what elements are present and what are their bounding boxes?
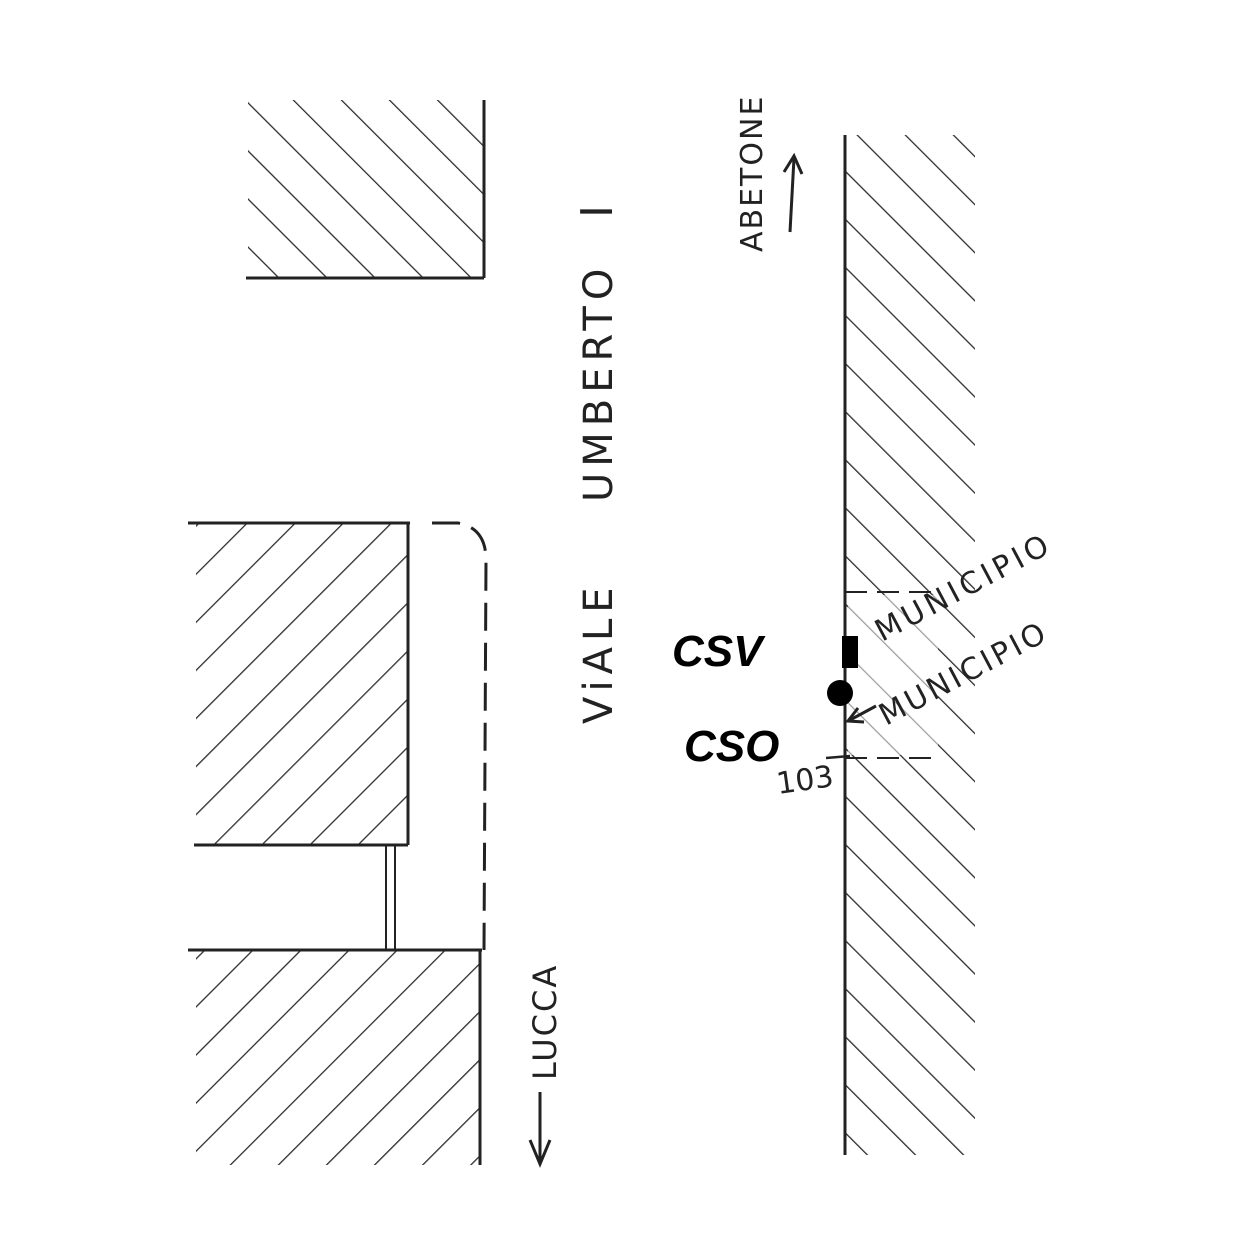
cso-station-dot-icon xyxy=(827,680,853,706)
building-block-top-left xyxy=(246,100,486,280)
street-name-numeral: I xyxy=(572,205,623,218)
cso-label: CSO xyxy=(684,722,779,771)
building-block-middle-left xyxy=(188,521,410,847)
street-name-viale: ViALE xyxy=(576,581,622,724)
arrow-up-icon xyxy=(782,152,804,233)
cso-marker[interactable]: CSO xyxy=(684,680,853,771)
direction-lucca: LUCCA xyxy=(526,964,564,1168)
street-name-umberto: UMBERTO xyxy=(576,263,622,502)
direction-abetone-label: ABETONE xyxy=(735,95,770,252)
municipio-boundary xyxy=(845,591,940,759)
house-number-label: 103 xyxy=(774,759,836,802)
dashed-road-edge xyxy=(432,521,488,951)
direction-abetone: ABETONE xyxy=(735,95,804,252)
csv-label: CSV xyxy=(672,627,766,676)
direction-lucca-label: LUCCA xyxy=(526,964,564,1080)
arrow-down-icon xyxy=(528,1092,552,1168)
csv-station-square-icon xyxy=(842,636,858,668)
side-passage xyxy=(385,845,396,950)
building-block-bottom-left xyxy=(188,948,482,1165)
csv-marker[interactable]: CSV xyxy=(672,627,858,676)
arrow-left-icon xyxy=(845,704,877,724)
house-number-103: 103 xyxy=(774,754,851,802)
